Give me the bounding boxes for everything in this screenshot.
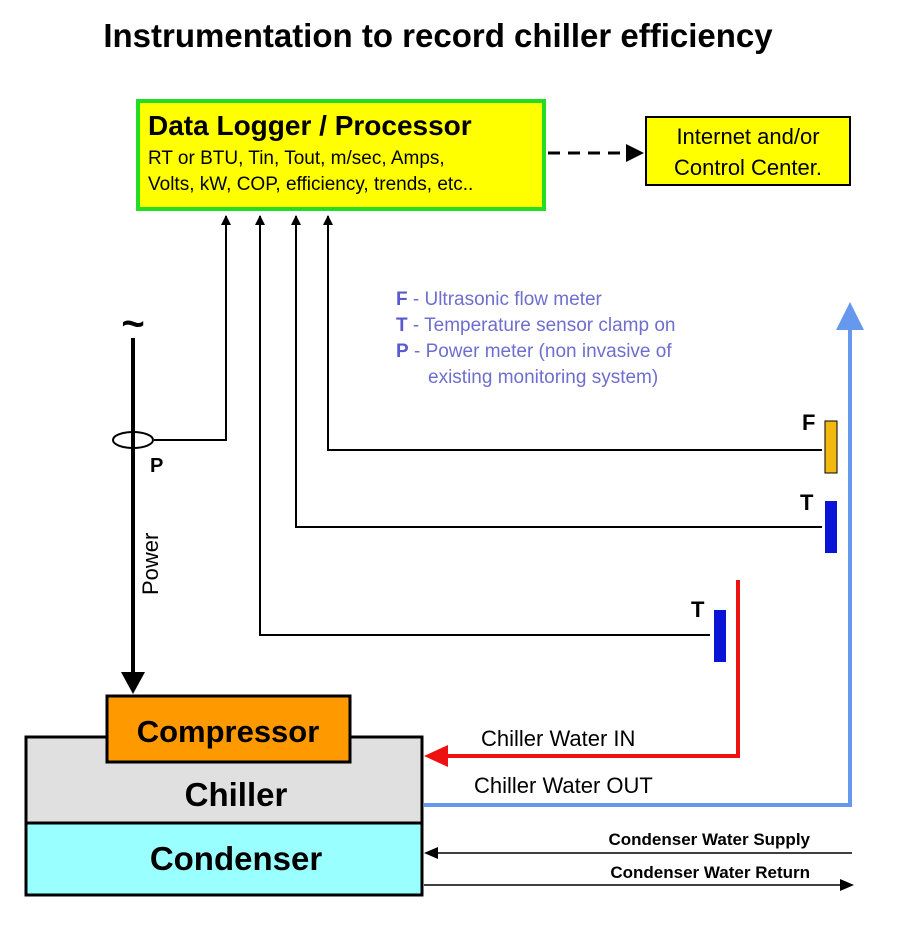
flow-meter-sensor <box>824 420 838 474</box>
legend-item-temp: T - Temperature sensor clamp on <box>396 315 676 336</box>
power-meter-signal-line <box>154 215 231 441</box>
ac-power-symbol: ~ <box>121 302 144 346</box>
legend-item-power: P - Power meter (non invasive of <box>396 341 672 362</box>
temp-out-sensor <box>825 501 837 553</box>
chiller-water-in-arrowhead <box>424 745 448 767</box>
temp-in-label: T <box>691 597 705 622</box>
condenser-label: Condenser <box>150 840 323 877</box>
temp-out-signal-line <box>291 215 822 528</box>
chiller-water-in-pipe <box>446 580 740 758</box>
power-label: Power <box>138 533 163 595</box>
data-logger-title: Data Logger / Processor <box>148 110 472 141</box>
internet-box <box>645 116 851 186</box>
power-meter-label: P <box>150 455 163 477</box>
network-arrowhead <box>626 144 644 162</box>
data-logger-box <box>136 99 546 211</box>
legend-item-flow: F - Ultrasonic flow meter <box>396 289 603 310</box>
flow-signal-line <box>323 215 822 451</box>
chiller-water-out-pipe <box>424 318 852 807</box>
data-logger-line1: RT or BTU, Tin, Tout, m/sec, Amps, <box>148 148 445 169</box>
power-meter-clamp <box>112 431 154 449</box>
condenser-return-label: Condenser Water Return <box>610 863 810 882</box>
compressor-label: Compressor <box>137 714 320 749</box>
internet-line1: Internet and/or <box>676 124 819 149</box>
diagram-title: Instrumentation to record chiller effici… <box>103 17 773 54</box>
condenser-supply-arrowhead <box>424 847 438 859</box>
power-arrowhead <box>121 672 145 694</box>
temp-out-label: T <box>800 490 814 515</box>
temp-in-signal-line <box>255 215 710 636</box>
chiller-water-out-arrowhead <box>836 302 864 330</box>
condenser-supply-label: Condenser Water Supply <box>608 830 810 849</box>
legend: F - Ultrasonic flow meter T - Temperatur… <box>396 289 676 388</box>
internet-line2: Control Center. <box>674 155 822 180</box>
flow-meter-label: F <box>802 410 815 435</box>
condenser-return-arrowhead <box>840 879 854 891</box>
compressor-box <box>105 694 352 764</box>
chiller-water-out-label: Chiller Water OUT <box>474 773 653 798</box>
legend-item-power-cont: existing monitoring system) <box>428 367 658 388</box>
temp-in-sensor <box>714 610 726 662</box>
chiller-water-in-label: Chiller Water IN <box>481 726 635 751</box>
chiller-label: Chiller <box>185 776 288 813</box>
data-logger-line2: Volts, kW, COP, efficiency, trends, etc.… <box>148 174 473 195</box>
condenser-box <box>24 821 424 897</box>
